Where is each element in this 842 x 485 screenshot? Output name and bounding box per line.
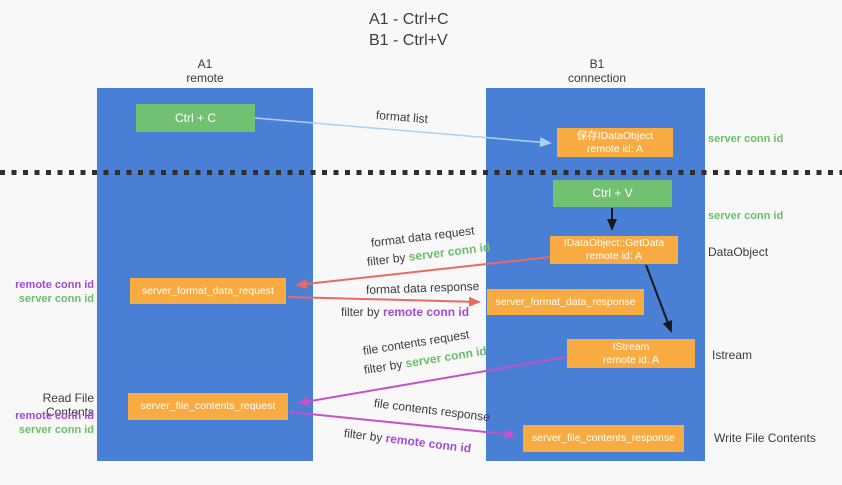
lane-header-a1: A1 remote <box>145 57 265 85</box>
server-conn-id-label: server conn id <box>18 424 94 436</box>
server-format-data-response-node: server_format_data_response <box>487 289 644 315</box>
save-idataobject-line2: remote id: A <box>586 142 644 155</box>
file-contents-response-arrow <box>289 411 517 439</box>
lane-b1-name: B1 <box>589 57 605 71</box>
lane-a1-sub: remote <box>186 71 224 85</box>
file-contents-request-arrow <box>297 356 568 407</box>
save-idataobject-line1: 保存IDataObject <box>576 129 654 142</box>
format-list-arrow <box>254 117 552 148</box>
write-file-contents-label: Write File Contents <box>714 431 816 445</box>
format-data-response-arrow <box>287 296 481 307</box>
server-file-contents-request-node: server_file_contents_request <box>128 393 288 420</box>
idataobject-getdata-node: IDataObject::GetData remote id: A <box>550 236 678 264</box>
lane-a1-name: A1 <box>197 57 213 71</box>
left-conn-id-group-bottom: remote conn id server conn id <box>0 409 94 437</box>
ctrl-v-node: Ctrl + V <box>553 180 672 207</box>
dataobject-label: DataObject <box>708 245 769 259</box>
lane-b1-sub: connection <box>567 71 627 85</box>
left-conn-id-group-top: remote conn id server conn id <box>0 278 94 306</box>
format-data-request-arrow <box>295 256 551 289</box>
istream-line1: IStream <box>612 340 650 353</box>
format-response-label: server_format_data_response <box>495 295 636 308</box>
format-data-response-filter-label: filter by remote conn id <box>341 305 469 319</box>
filter-by-text: filter by <box>341 305 380 319</box>
ctrl-c-label: Ctrl + C <box>174 110 216 125</box>
title-line-1: A1 - Ctrl+C <box>369 11 449 28</box>
server-conn-id-label: server conn id <box>18 293 94 305</box>
istream-line2: remote id: A <box>602 353 660 366</box>
server-format-data-request-node: server_format_data_request <box>130 278 286 304</box>
getdata-to-istream-arrow <box>645 264 673 333</box>
server-conn-id-label-top: server conn id <box>708 133 784 145</box>
remote-conn-id-text: remote conn id <box>383 305 470 319</box>
ctrl-c-node: Ctrl + C <box>136 104 255 132</box>
ctrl-v-label: Ctrl + V <box>592 186 633 200</box>
istream-label: Istream <box>712 348 753 362</box>
read-file-contents-label: Read File Contents <box>42 391 94 419</box>
file-request-label: server_file_contents_request <box>140 400 276 412</box>
server-file-contents-response-node: server_file_contents_response <box>523 425 684 452</box>
server-conn-id-label-mid: server conn id <box>708 210 784 222</box>
istream-node: IStream remote id: A <box>567 339 695 368</box>
file-response-label: server_file_contents_response <box>531 432 675 444</box>
remote-conn-id-label: remote conn id <box>15 410 94 422</box>
remote-conn-id-label: remote conn id <box>15 279 94 291</box>
save-idataobject-node: 保存IDataObject remote id: A <box>557 128 673 157</box>
lane-header-b1: B1 connection <box>537 57 657 85</box>
format-request-label: server_format_data_request <box>142 284 274 297</box>
title-line-2: B1 - Ctrl+V <box>369 32 448 49</box>
diagram-title: A1 - Ctrl+C B1 - Ctrl+V <box>369 9 449 51</box>
getdata-line2: remote id: A <box>585 250 643 262</box>
getdata-line1: IDataObject::GetData <box>563 237 665 249</box>
